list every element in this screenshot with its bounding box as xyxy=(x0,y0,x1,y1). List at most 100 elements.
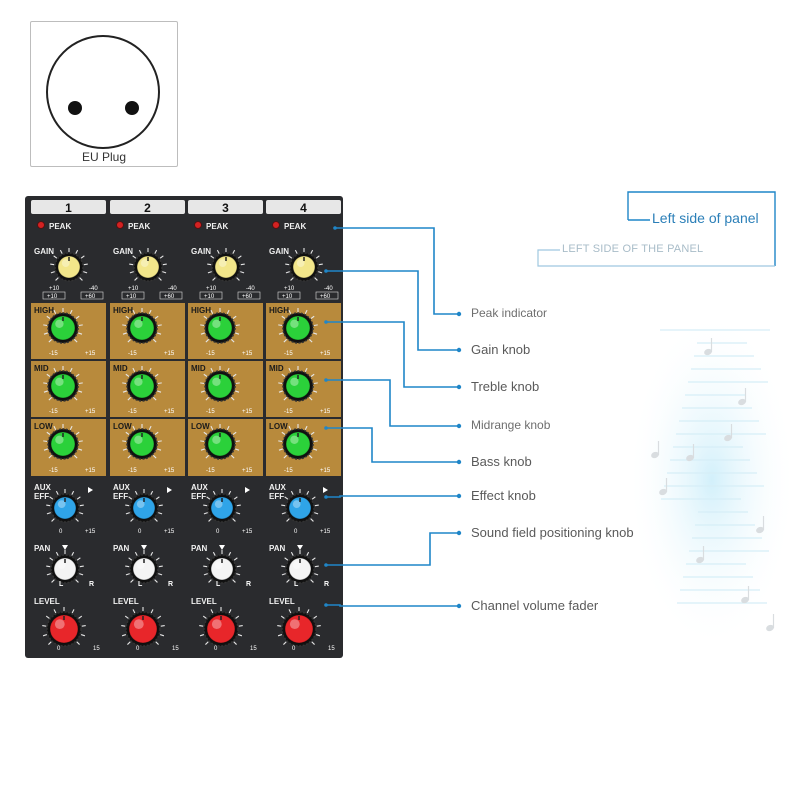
knob-tick xyxy=(280,615,285,619)
music-note-icon xyxy=(651,451,659,459)
knob-tick xyxy=(200,324,205,327)
peak-led-icon xyxy=(272,221,280,229)
knob-highlight xyxy=(289,619,300,629)
knob-tick xyxy=(207,263,212,266)
knob-tick xyxy=(232,518,236,522)
eq-scale-label: +15 xyxy=(164,351,175,357)
aux-label: AUX xyxy=(191,483,209,492)
eq-scale-label: +15 xyxy=(85,468,96,474)
knob-tick xyxy=(69,425,73,430)
knob-tick xyxy=(132,367,136,372)
low-label: LOW xyxy=(113,422,132,431)
knob-highlight xyxy=(136,500,145,508)
knob-tick xyxy=(210,425,214,430)
knob-tick xyxy=(78,440,83,443)
eq-scale-label: -15 xyxy=(49,409,58,415)
gain-scale-label: +10 xyxy=(204,294,215,300)
aux-label: AUX xyxy=(113,483,131,492)
callout-anchor xyxy=(324,603,328,607)
knob-tick xyxy=(314,504,319,507)
knob-tick xyxy=(150,609,154,614)
gain-scale-box xyxy=(199,291,223,300)
gain-scale-box xyxy=(237,291,261,300)
knob-tick xyxy=(75,431,80,436)
knob-tick xyxy=(278,440,283,443)
knob-cap xyxy=(50,315,76,341)
knob-tick xyxy=(43,390,48,393)
high-knob xyxy=(278,308,318,344)
knob-tick xyxy=(43,382,48,385)
knob-tick xyxy=(236,504,241,507)
level-knob xyxy=(121,607,165,647)
eq-scale-label: -15 xyxy=(284,351,293,357)
gain-scale-label: +60 xyxy=(242,294,253,300)
knob-tick xyxy=(236,277,240,281)
knob-tick xyxy=(278,382,283,385)
knob-tick xyxy=(78,332,83,335)
knob-tick xyxy=(233,557,238,561)
knob-tick xyxy=(79,504,84,507)
mid-label: MID xyxy=(191,364,206,373)
knob-tick xyxy=(226,309,230,314)
eff-label: EFF xyxy=(269,492,284,501)
knob-tick xyxy=(43,448,48,451)
knob-tick xyxy=(125,431,130,436)
knob-tick xyxy=(129,271,134,274)
knob-tick xyxy=(76,557,81,561)
high-label: HIGH xyxy=(113,306,133,315)
knob-tick xyxy=(315,634,321,637)
level-scale-label: 15 xyxy=(250,646,257,652)
knob-tick xyxy=(125,315,130,320)
gain-scale-box xyxy=(159,291,183,300)
knob-tick xyxy=(313,382,318,385)
knob-tick xyxy=(162,263,167,266)
knob-tick xyxy=(230,396,235,401)
knob-highlight xyxy=(55,319,64,328)
knob-tick xyxy=(278,390,283,393)
callout-dot xyxy=(456,384,462,390)
knob-tick xyxy=(203,573,208,576)
knob-tick xyxy=(83,263,88,266)
knob-tick xyxy=(311,641,315,645)
knob-tick xyxy=(277,625,282,627)
knob-tick xyxy=(281,315,286,320)
mid-label: MID xyxy=(113,364,128,373)
knob-tick xyxy=(286,579,290,583)
peak-label: PEAK xyxy=(284,222,306,231)
knob-tick xyxy=(51,518,55,522)
pan-left-label: L xyxy=(59,581,64,588)
knob-tick xyxy=(59,249,63,254)
knob-tick xyxy=(230,338,235,343)
music-note-icon xyxy=(686,454,694,462)
knob-tick xyxy=(42,634,48,637)
knob-tick xyxy=(283,338,288,343)
callout-line xyxy=(335,227,459,315)
knob-tick xyxy=(203,315,208,320)
aux-knob xyxy=(281,489,319,523)
knob-tick xyxy=(230,454,235,459)
level-knob xyxy=(277,607,321,647)
knob-tick xyxy=(314,512,319,515)
knob-tick xyxy=(78,324,83,327)
knob-highlight xyxy=(296,259,305,267)
knob-highlight xyxy=(214,561,223,570)
gain-scale-box xyxy=(121,291,145,300)
knob-tick xyxy=(288,309,292,314)
knob-cap xyxy=(210,496,234,520)
gain-scale-label: +10 xyxy=(47,294,58,300)
ghost-bracket-line xyxy=(537,249,775,267)
pan-knob xyxy=(281,550,319,584)
callout-line xyxy=(326,604,459,607)
pan-left-label: L xyxy=(216,581,221,588)
knob-tick xyxy=(134,551,138,556)
callout-anchor xyxy=(333,226,337,230)
knob-tick xyxy=(75,518,79,522)
eff-label: EFF xyxy=(34,492,49,501)
knob-tick xyxy=(79,565,84,568)
knob-tick xyxy=(205,641,209,645)
gain-scale-label: -40 xyxy=(324,286,333,292)
knob-tick xyxy=(308,454,313,459)
knob-tick xyxy=(278,324,283,327)
knob-highlight xyxy=(133,619,144,629)
music-note-icon xyxy=(766,624,774,632)
